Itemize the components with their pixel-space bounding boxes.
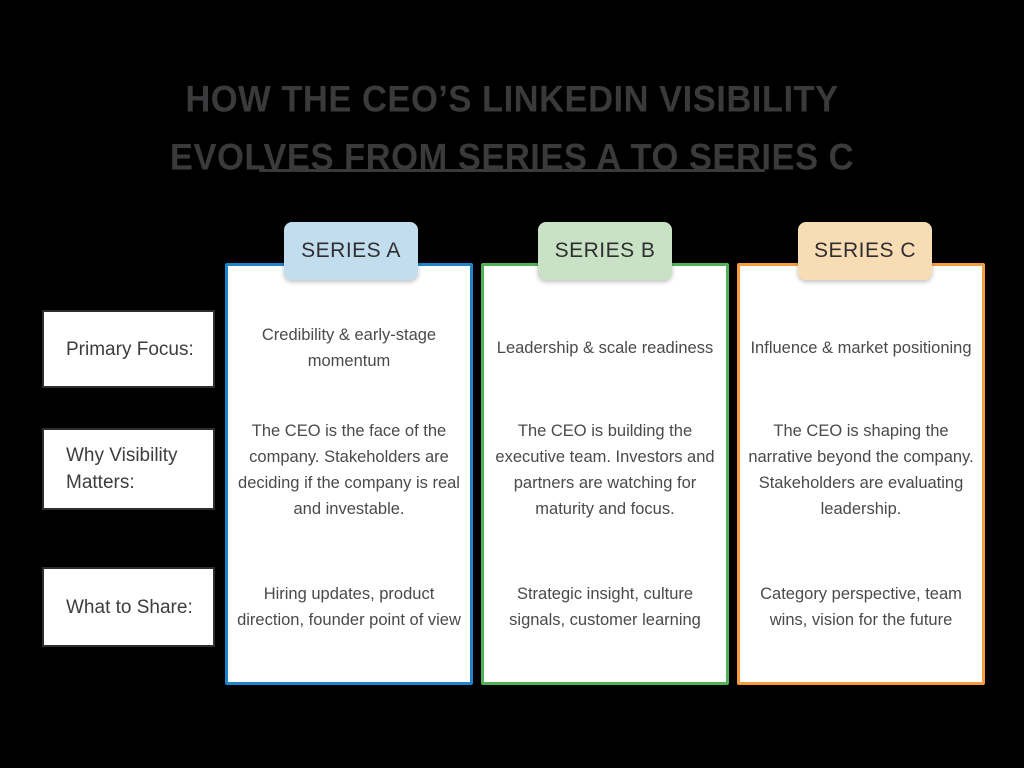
- row-label-what-to-share-text: What to Share:: [66, 596, 193, 618]
- series-b-what-to-share: Strategic insight, culture signals, cust…: [509, 585, 701, 629]
- series-c-primary-focus: Influence & market positioning: [750, 339, 972, 357]
- series-b-header-badge: SERIES B: [538, 222, 672, 280]
- series-a-header-badge: SERIES A: [284, 222, 418, 280]
- row-label-why-visibility-matters: Why Visibility Matters:: [42, 428, 215, 510]
- series-b-primary-focus: Leadership & scale readiness: [496, 339, 714, 357]
- series-c-card: Influence & market positioning The CEO i…: [737, 263, 985, 685]
- row-label-what-to-share: What to Share:: [42, 567, 215, 647]
- series-b-card: Leadership & scale readiness The CEO is …: [481, 263, 729, 685]
- series-a-card: Credibility & early-stage momentum The C…: [225, 263, 473, 685]
- row-label-primary-focus-text: Primary Focus:: [66, 338, 194, 360]
- page-title-line-1: HOW THE CEO’S LINKEDIN VISIBILITY: [185, 77, 839, 120]
- series-c-why-visibility-matters: The CEO is shaping the narrative beyond …: [748, 422, 974, 518]
- title-divider: [259, 169, 765, 172]
- series-a-primary-focus: Credibility & early-stage momentum: [261, 326, 437, 370]
- series-c-header-badge: SERIES C: [798, 222, 932, 280]
- page-title: HOW THE CEO’S LINKEDIN VISIBILITY EVOLVE…: [20, 70, 1003, 186]
- row-label-primary-focus: Primary Focus:: [42, 310, 215, 388]
- series-a-what-to-share: Hiring updates, product direction, found…: [237, 585, 461, 629]
- series-b-why-visibility-matters: The CEO is building the executive team. …: [495, 422, 715, 518]
- series-a-why-visibility-matters: The CEO is the face of the company. Stak…: [238, 422, 460, 518]
- row-label-why-visibility-matters-text: Why Visibility Matters:: [66, 445, 178, 493]
- series-c-what-to-share: Category perspective, team wins, vision …: [760, 585, 962, 629]
